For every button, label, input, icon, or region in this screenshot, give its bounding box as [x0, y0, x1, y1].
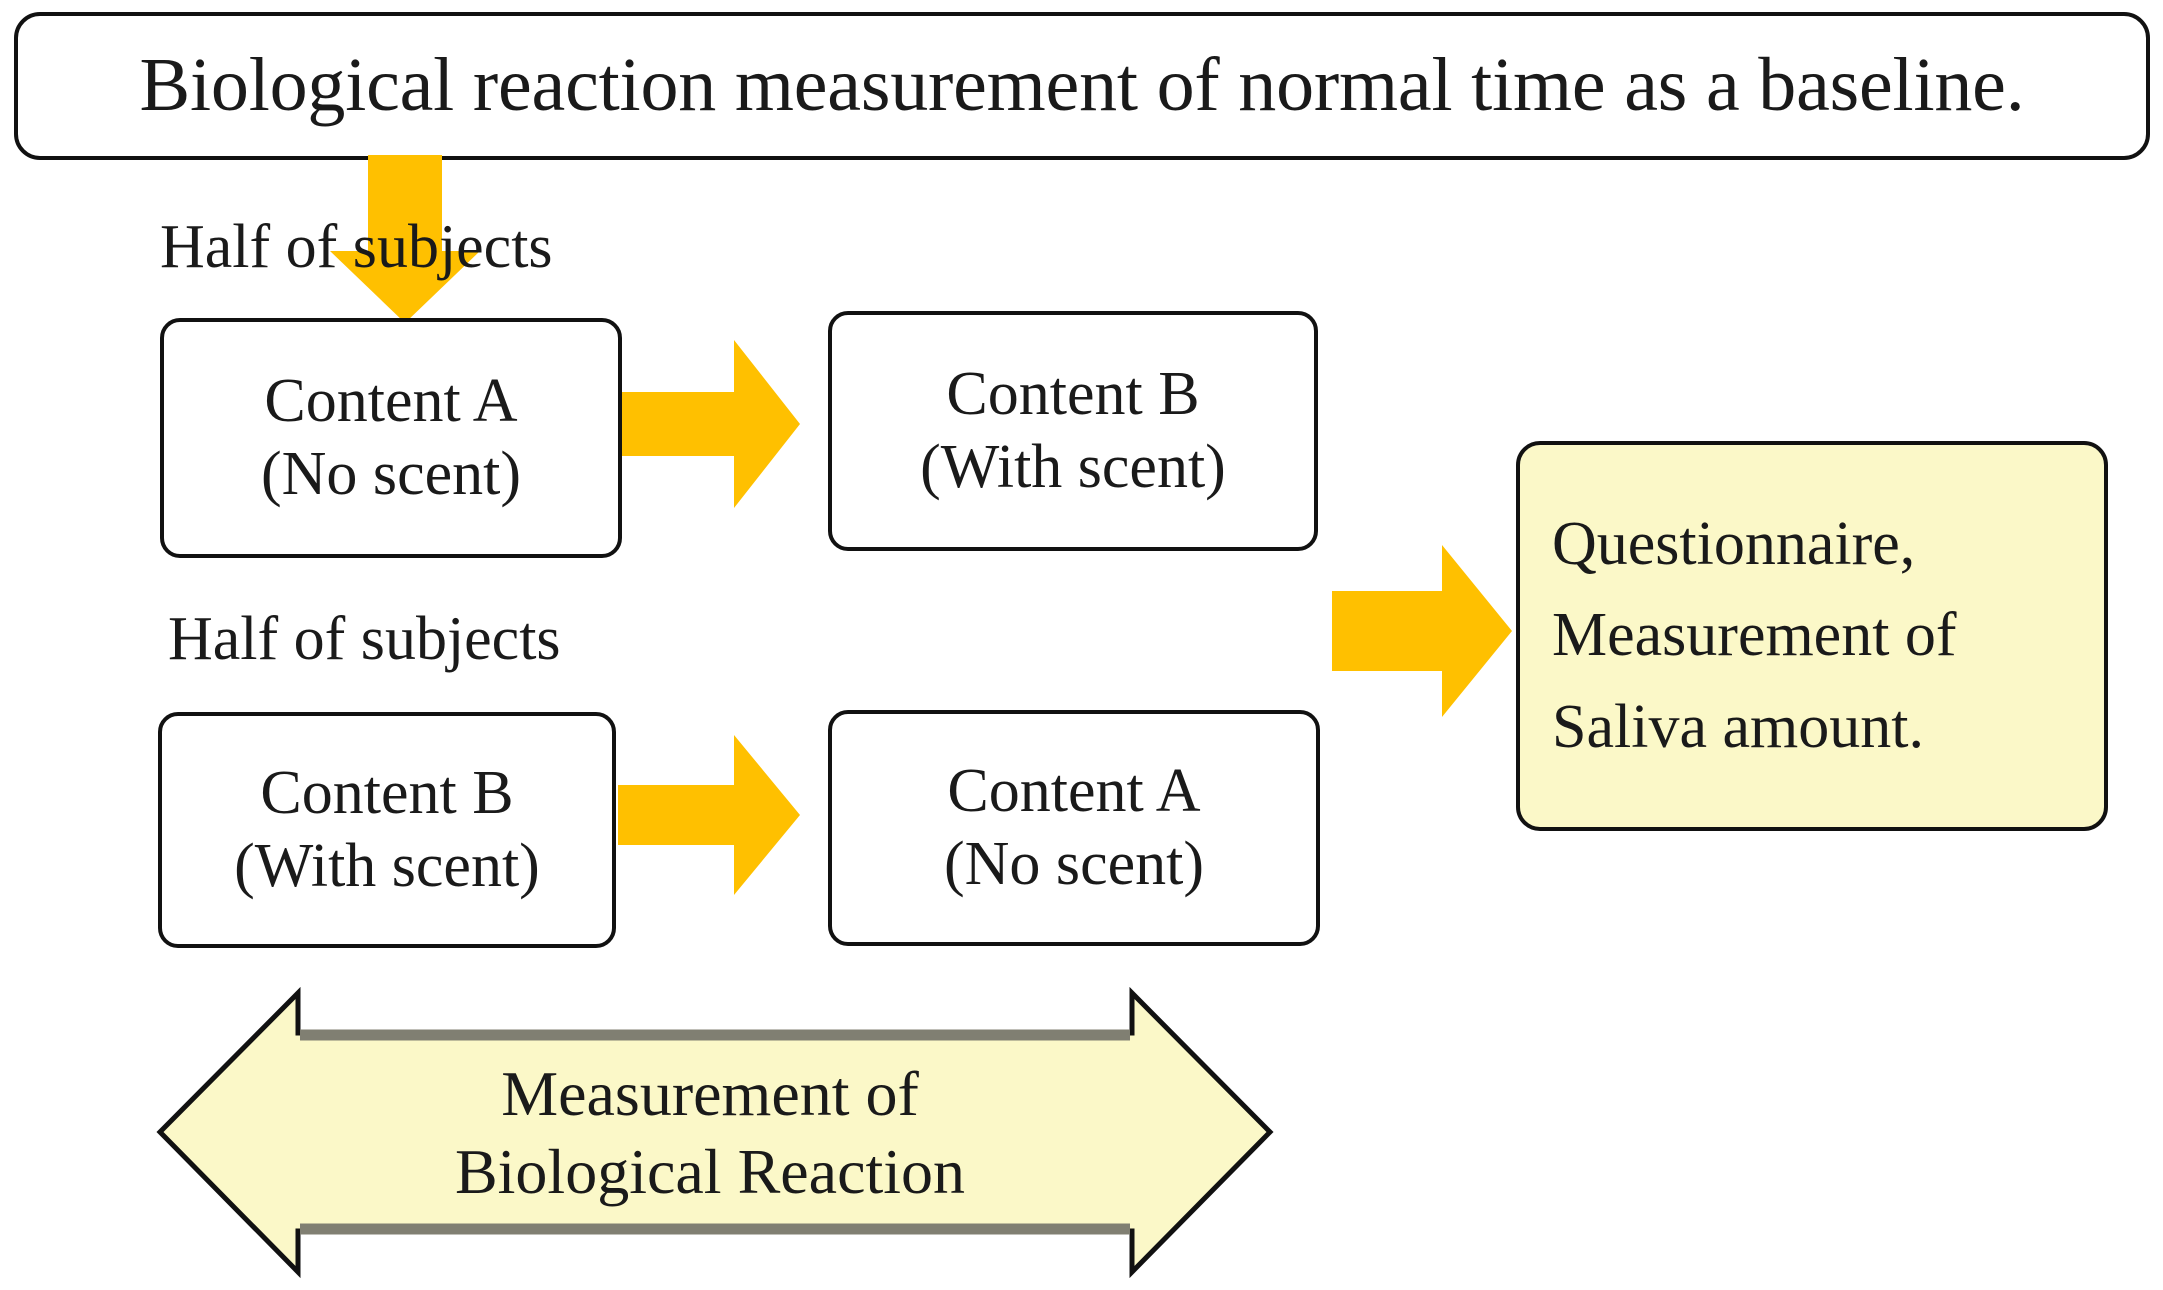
baseline-measurement-box: Biological reaction measurement of norma… — [14, 12, 2150, 160]
outcome-questionnaire-box: Questionnaire, Measurement of Saliva amo… — [1516, 441, 2108, 831]
baseline-measurement-text: Biological reaction measurement of norma… — [139, 43, 2025, 128]
down-arrow-icon — [330, 155, 480, 323]
content-box-row2-second-line2: (No scent) — [944, 830, 1204, 898]
right-arrow-icon-row1 — [622, 340, 800, 508]
half-of-subjects-label-1: Half of subjects — [160, 213, 553, 281]
right-arrow-icon-row2 — [618, 735, 800, 895]
content-box-row1-second-line1: Content B — [946, 359, 1200, 428]
content-box-row2-second: Content A (No scent) — [828, 710, 1320, 946]
half-of-subjects-label-2: Half of subjects — [168, 605, 561, 673]
content-box-row1-first: Content A (No scent) — [160, 318, 622, 558]
bidirectional-span-arrow-icon — [156, 986, 1274, 1279]
outcome-line2: Measurement of — [1552, 601, 1957, 670]
content-box-row2-first-line2: (With scent) — [234, 832, 540, 900]
content-box-row2-second-line1: Content A — [947, 756, 1201, 825]
content-box-row1-second-line2: (With scent) — [920, 433, 1226, 501]
outcome-line1: Questionnaire, — [1552, 510, 1916, 579]
outcome-line3: Saliva amount. — [1552, 692, 1924, 761]
content-box-row2-first-line1: Content B — [260, 758, 514, 827]
content-box-row1-first-line2: (No scent) — [261, 440, 521, 508]
content-box-row2-first: Content B (With scent) — [158, 712, 616, 948]
content-box-row1-first-line1: Content A — [264, 366, 518, 435]
content-box-row1-second: Content B (With scent) — [828, 311, 1318, 551]
right-arrow-icon-outcome — [1332, 545, 1512, 717]
